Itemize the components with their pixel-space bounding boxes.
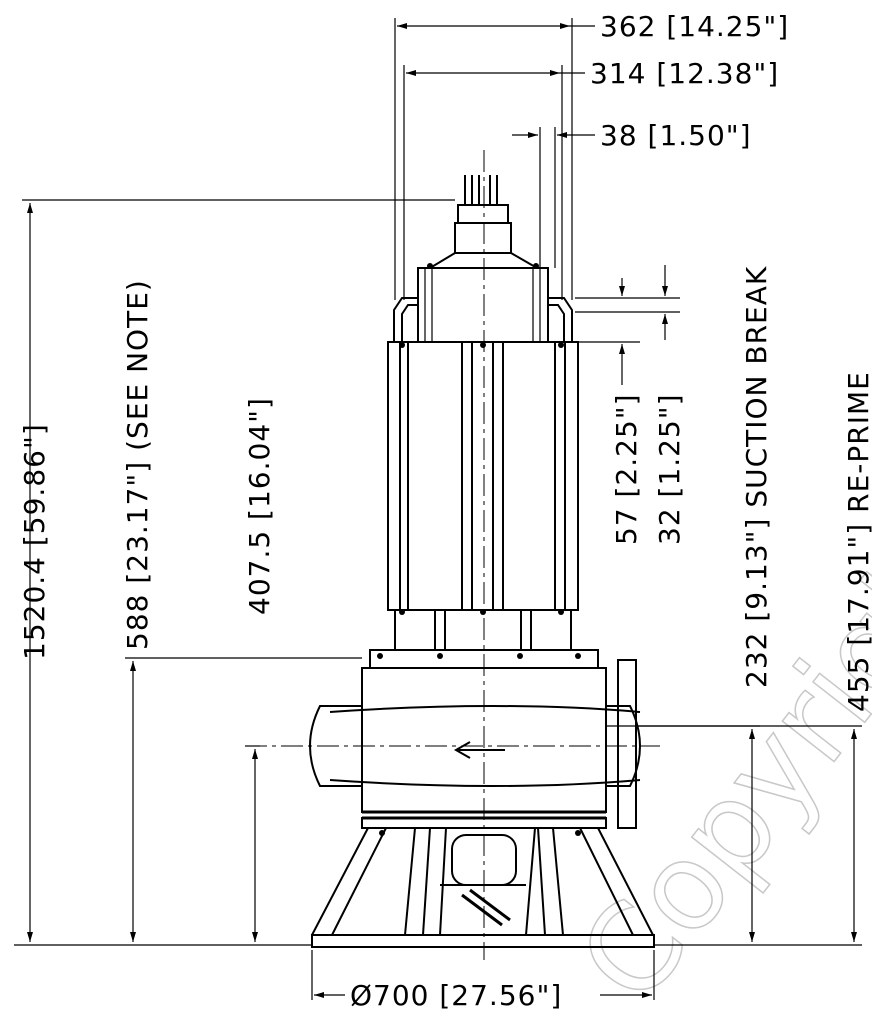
dim-flange-width: 314 [12.38"] bbox=[590, 57, 779, 90]
watermark: Copyright P bbox=[553, 393, 872, 1015]
dim-base-diameter: Ø700 [27.56"] bbox=[350, 979, 562, 1012]
dim-see-note-height: 588 [23.17"] (SEE NOTE) bbox=[121, 279, 154, 650]
dim-re-prime: 455 [17.91"] RE-PRIME bbox=[842, 371, 872, 712]
dimension-labels: 362 [14.25"] 314 [12.38"] 38 [1.50"] 152… bbox=[18, 10, 872, 1012]
dim-suction-break: 232 [9.13"] SUCTION BREAK bbox=[740, 266, 773, 688]
dim-overall-height: 1520.4 [59.86"] bbox=[18, 423, 51, 660]
dim-flange-offset: 38 [1.50"] bbox=[600, 119, 752, 152]
dim-discharge-height: 407.5 [16.04"] bbox=[243, 397, 276, 615]
center-lines bbox=[245, 150, 660, 960]
pump-body bbox=[309, 175, 655, 948]
dim-suction-break-b: 32 [1.25"] bbox=[653, 393, 686, 545]
dim-suction-break-a: 57 [2.25"] bbox=[610, 393, 643, 545]
dim-overall-width: 362 [14.25"] bbox=[600, 10, 789, 43]
dimension-lines bbox=[14, 18, 862, 1000]
bolt-markers bbox=[377, 263, 581, 836]
